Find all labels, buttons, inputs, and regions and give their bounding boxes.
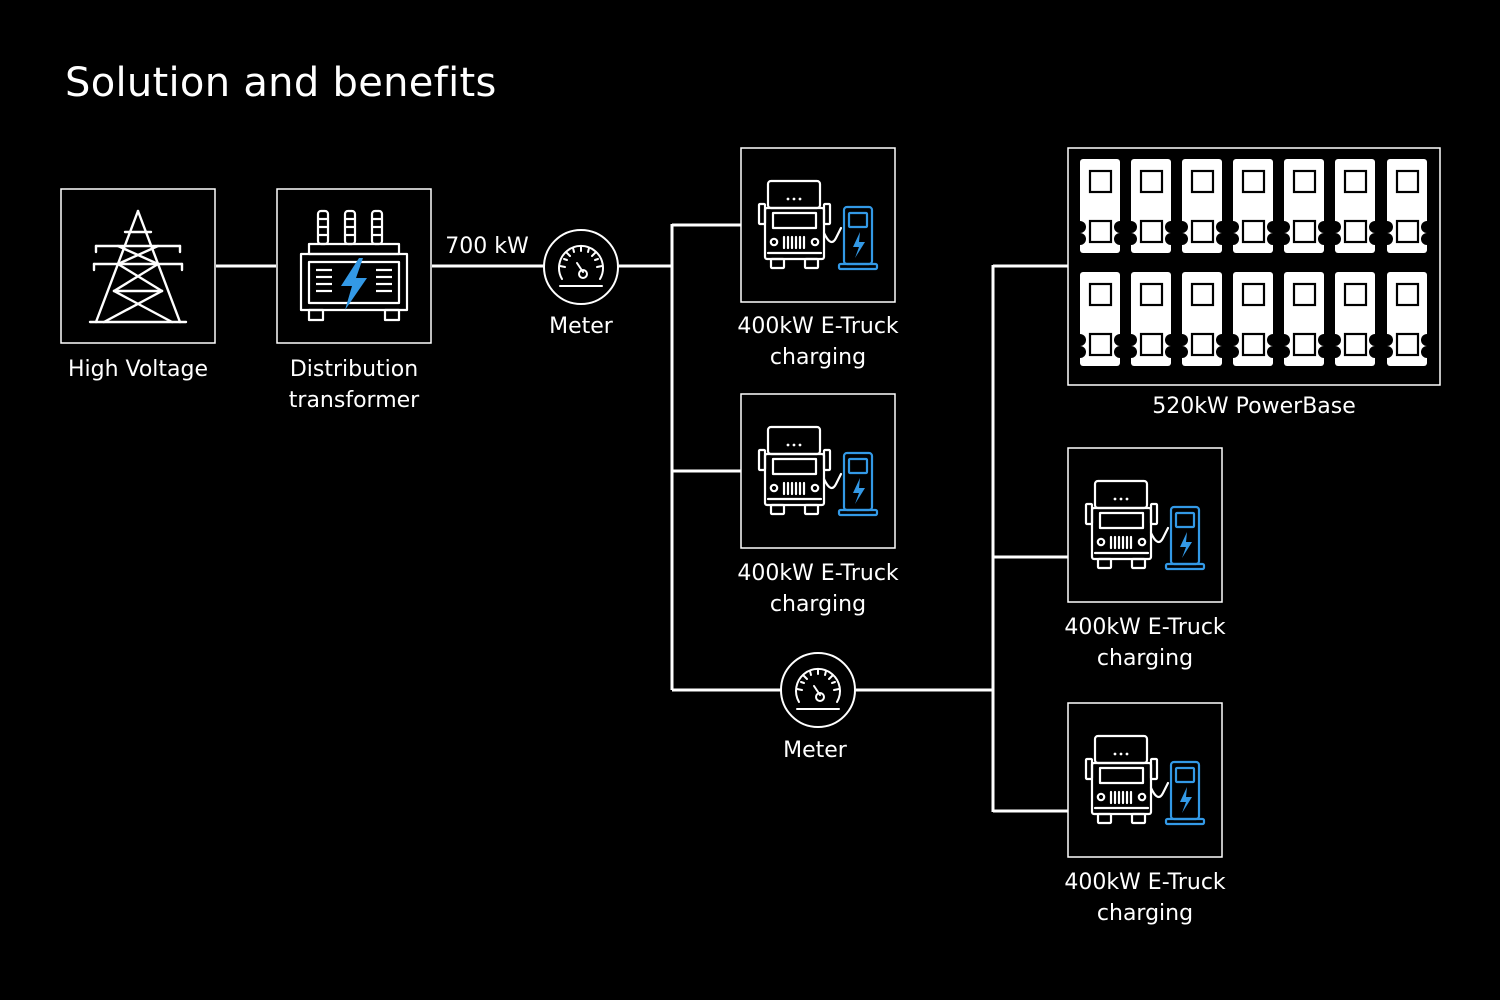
charger-4-node — [1067, 702, 1223, 858]
high-voltage-node — [60, 188, 216, 344]
meter-2-label-text: Meter — [783, 738, 847, 763]
battery-cell — [1379, 270, 1435, 368]
transformer-label-line1: Distribution — [289, 357, 419, 382]
charger-4-label: 400kW E-Truck charging — [1035, 867, 1255, 929]
battery-cell — [1072, 270, 1128, 368]
battery-cell — [1225, 270, 1281, 368]
charger-3-node — [1067, 447, 1223, 603]
high-voltage-label-text: High Voltage — [67, 357, 209, 382]
transformer-label: Distribution transformer — [254, 354, 454, 416]
charger-3-label: 400kW E-Truck charging — [1035, 612, 1255, 674]
battery-cell — [1327, 157, 1383, 255]
transformer-label-line2: transformer — [288, 388, 420, 413]
charger-4-label-line2: charging — [1096, 901, 1194, 926]
meter-gauge-icon — [543, 229, 619, 305]
battery-cell — [1276, 157, 1332, 255]
battery-cell — [1123, 270, 1179, 368]
transmission-tower-icon — [88, 209, 188, 324]
charger-3-label-line2: charging — [1096, 646, 1194, 671]
meter-1-node — [543, 229, 619, 305]
charger-1-label-line1: 400kW E-Truck — [737, 314, 899, 339]
battery-cell — [1327, 270, 1383, 368]
meter-gauge-icon — [780, 652, 856, 728]
charger-2-label-line2: charging — [769, 592, 867, 617]
powerbase-node — [1067, 147, 1441, 386]
meter-2-node — [780, 652, 856, 728]
charger-2-label: 400kW E-Truck charging — [708, 558, 928, 620]
transformer-node — [276, 188, 432, 344]
battery-cell — [1174, 270, 1230, 368]
powerbase-label-text: 520kW PowerBase — [1152, 394, 1356, 419]
battery-cell — [1379, 157, 1435, 255]
battery-cell — [1225, 157, 1281, 255]
charger-1-label-line2: charging — [769, 345, 867, 370]
powerbase-label: 520kW PowerBase — [1104, 391, 1404, 422]
battery-cell — [1276, 270, 1332, 368]
charger-1-label: 400kW E-Truck charging — [708, 311, 928, 373]
lightning-bolt-icon — [341, 258, 367, 310]
meter-1-label-text: Meter — [549, 314, 613, 339]
charger-3-label-line1: 400kW E-Truck — [1064, 615, 1226, 640]
battery-cell — [1123, 157, 1179, 255]
meter-1-label: Meter — [531, 311, 631, 342]
charger-4-label-line1: 400kW E-Truck — [1064, 870, 1226, 895]
high-voltage-label: High Voltage — [38, 354, 238, 385]
page-title: Solution and benefits — [65, 60, 497, 106]
charger-2-node — [740, 393, 896, 549]
power-rating-text: 700 kW — [445, 234, 529, 259]
charger-2-label-line1: 400kW E-Truck — [737, 561, 899, 586]
connection-lines — [216, 223, 1068, 813]
battery-cell — [1072, 157, 1128, 255]
transformer-icon — [299, 209, 409, 322]
charger-1-node — [740, 147, 896, 303]
power-rating-label: 700 kW — [437, 231, 537, 262]
meter-2-label: Meter — [765, 735, 865, 766]
battery-cell — [1174, 157, 1230, 255]
